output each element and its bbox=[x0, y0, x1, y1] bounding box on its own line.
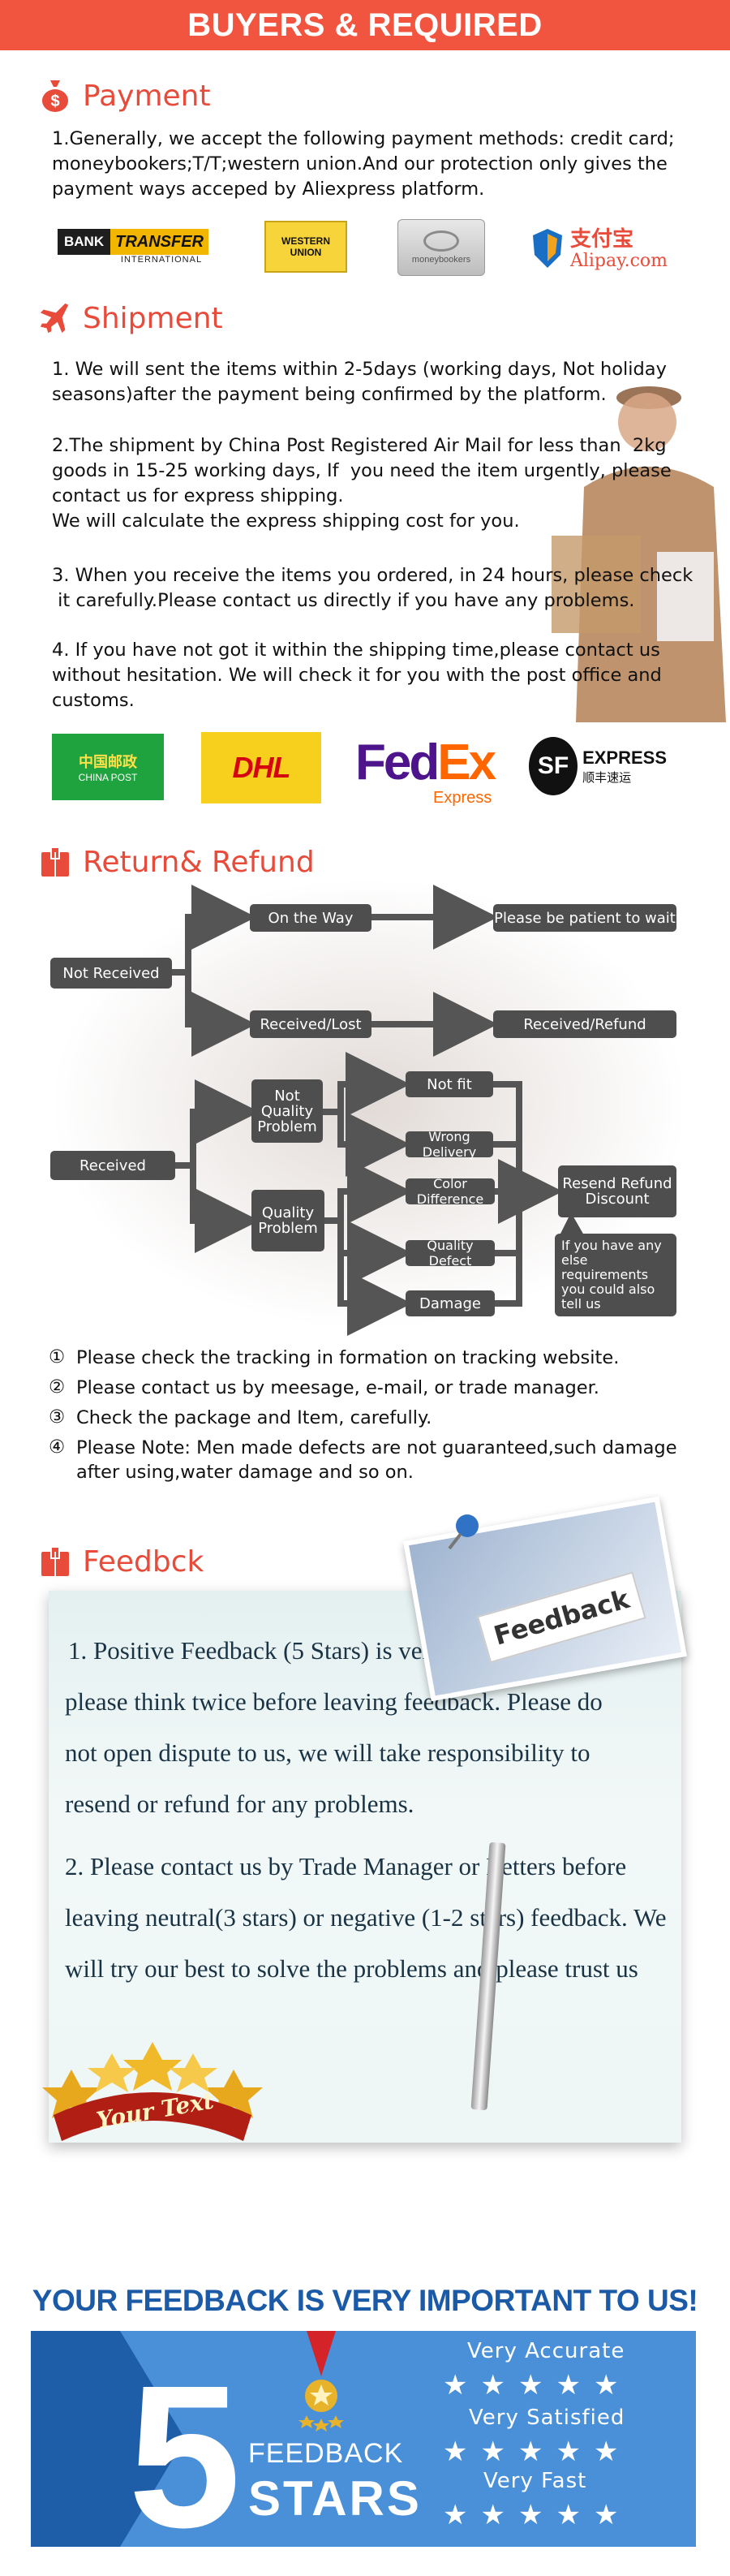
flow-resend-refund: Resend Refund Discount bbox=[558, 1165, 676, 1217]
star-icon: ★ bbox=[556, 2436, 581, 2467]
flow-quality: Quality Problem bbox=[251, 1190, 324, 1251]
moneybookers-mark-icon bbox=[423, 230, 459, 252]
rating-label-fast: Very Fast bbox=[483, 2469, 587, 2493]
star-icon: ★ bbox=[593, 2370, 619, 2401]
gold-star-badge: Your Text bbox=[39, 2037, 266, 2159]
flow-not-received: Not Received bbox=[50, 958, 172, 989]
dhl-logo: DHL bbox=[201, 732, 321, 803]
star-icon: ★ bbox=[480, 2436, 505, 2467]
star-icon: ★ bbox=[443, 2436, 468, 2467]
money-bag-icon: $ bbox=[39, 78, 71, 114]
star-icon: ★ bbox=[556, 2500, 581, 2531]
star-icon: ★ bbox=[517, 2500, 543, 2531]
shipment-p1: 1. We will sent the items within 2-5days… bbox=[52, 359, 667, 405]
star-icon: ★ bbox=[593, 2436, 619, 2467]
payment-text: 1.Generally, we accept the following pay… bbox=[52, 128, 675, 200]
flow-on-the-way: On the Way bbox=[250, 904, 371, 932]
flow-quality-defect: Quality Defect bbox=[406, 1238, 495, 1269]
flow-received-refund: Received/Refund bbox=[493, 1010, 676, 1038]
five-number: 5 bbox=[128, 2343, 242, 2548]
pushpin-icon bbox=[444, 1511, 485, 1552]
star-icon: ★ bbox=[480, 2370, 505, 2401]
star-icon: ★ bbox=[593, 2500, 619, 2531]
rating-label-satisfied: Very Satisfied bbox=[469, 2406, 625, 2430]
flow-wrong-delivery: Wrong Delivery bbox=[406, 1129, 493, 1160]
moneybookers-logo: moneybookers bbox=[397, 219, 485, 276]
medal-icon bbox=[289, 2331, 354, 2453]
svg-text:$: $ bbox=[50, 93, 59, 110]
refund-heading: Return& Refund bbox=[39, 844, 315, 880]
star-icon: ★ bbox=[517, 2370, 543, 2401]
western-union-logo: WESTERN UNION bbox=[264, 221, 347, 273]
shipment-heading: Shipment bbox=[39, 300, 223, 336]
rating-stars-fast: ★ ★ ★ ★ ★ bbox=[443, 2501, 618, 2529]
alipay-shield-icon bbox=[532, 229, 562, 268]
airplane-icon bbox=[39, 300, 71, 336]
payment-title: Payment bbox=[83, 79, 211, 113]
flow-color-difference: Color Difference bbox=[406, 1176, 495, 1207]
star-icon: ★ bbox=[517, 2436, 543, 2467]
star-icon: ★ bbox=[443, 2370, 468, 2401]
rating-stars-satisfied: ★ ★ ★ ★ ★ bbox=[443, 2438, 618, 2466]
feedback-heading: Feedbck bbox=[39, 1544, 204, 1579]
star-icon: ★ bbox=[556, 2370, 581, 2401]
package-icon bbox=[39, 1544, 71, 1579]
shipment-p4: 4. If you have not got it within the shi… bbox=[52, 640, 662, 711]
shipment-title: Shipment bbox=[83, 301, 223, 335]
tooltip-pointer bbox=[560, 1213, 584, 1235]
five-star-banner: 5 FEEDBACK STARS Very Accurate ★ ★ ★ ★ ★… bbox=[31, 2331, 696, 2547]
flow-received-lost: Received/Lost bbox=[250, 1010, 371, 1038]
refund-title: Return& Refund bbox=[83, 845, 315, 879]
sf-express-logo: SF EXPRESS 顺丰速运 bbox=[529, 732, 667, 800]
page-banner: BUYERS & REQUIRED bbox=[0, 0, 730, 50]
feedback-word: FEEDBACK bbox=[248, 2438, 404, 2469]
rating-label-accurate: Very Accurate bbox=[467, 2339, 625, 2363]
star-icon: ★ bbox=[443, 2500, 468, 2531]
flow-not-quality: Not Quality Problem bbox=[251, 1079, 323, 1143]
flow-damage: Damage bbox=[406, 1290, 495, 1316]
flow-not-fit: Not fit bbox=[406, 1071, 493, 1097]
payment-heading: $ Payment bbox=[39, 78, 211, 114]
fedex-logo: FedEx Express bbox=[355, 734, 496, 807]
feedback-important-headline: YOUR FEEDBACK IS VERY IMPORTANT TO US! bbox=[32, 2284, 698, 2317]
alipay-logo: 支付宝 Alipay.com bbox=[522, 216, 676, 281]
banner-title: BUYERS & REQUIRED bbox=[187, 6, 543, 43]
shipment-p3: 3. When you receive the items you ordere… bbox=[52, 565, 694, 611]
flow-be-patient: Please be patient to wait bbox=[493, 904, 676, 932]
feedback-title: Feedbck bbox=[83, 1544, 204, 1579]
package-icon bbox=[39, 844, 71, 880]
feedback-point-2: 2. Please contact us by Trade Manager or… bbox=[65, 1852, 667, 1983]
china-post-logo: 中国邮政 CHINA POST bbox=[52, 734, 164, 800]
flow-received: Received bbox=[50, 1151, 175, 1180]
flow-tooltip: If you have any else requirements you co… bbox=[555, 1234, 676, 1316]
flow-connectors bbox=[172, 885, 563, 1336]
star-icon: ★ bbox=[480, 2500, 505, 2531]
rating-stars-accurate: ★ ★ ★ ★ ★ bbox=[443, 2371, 618, 2399]
stars-word: STARS bbox=[248, 2471, 422, 2526]
bank-transfer-logo: BANK TRANSFER INTERNATIONAL bbox=[52, 226, 214, 268]
shipment-p2: 2.The shipment by China Post Registered … bbox=[52, 435, 672, 532]
courier-illustration bbox=[552, 349, 730, 722]
